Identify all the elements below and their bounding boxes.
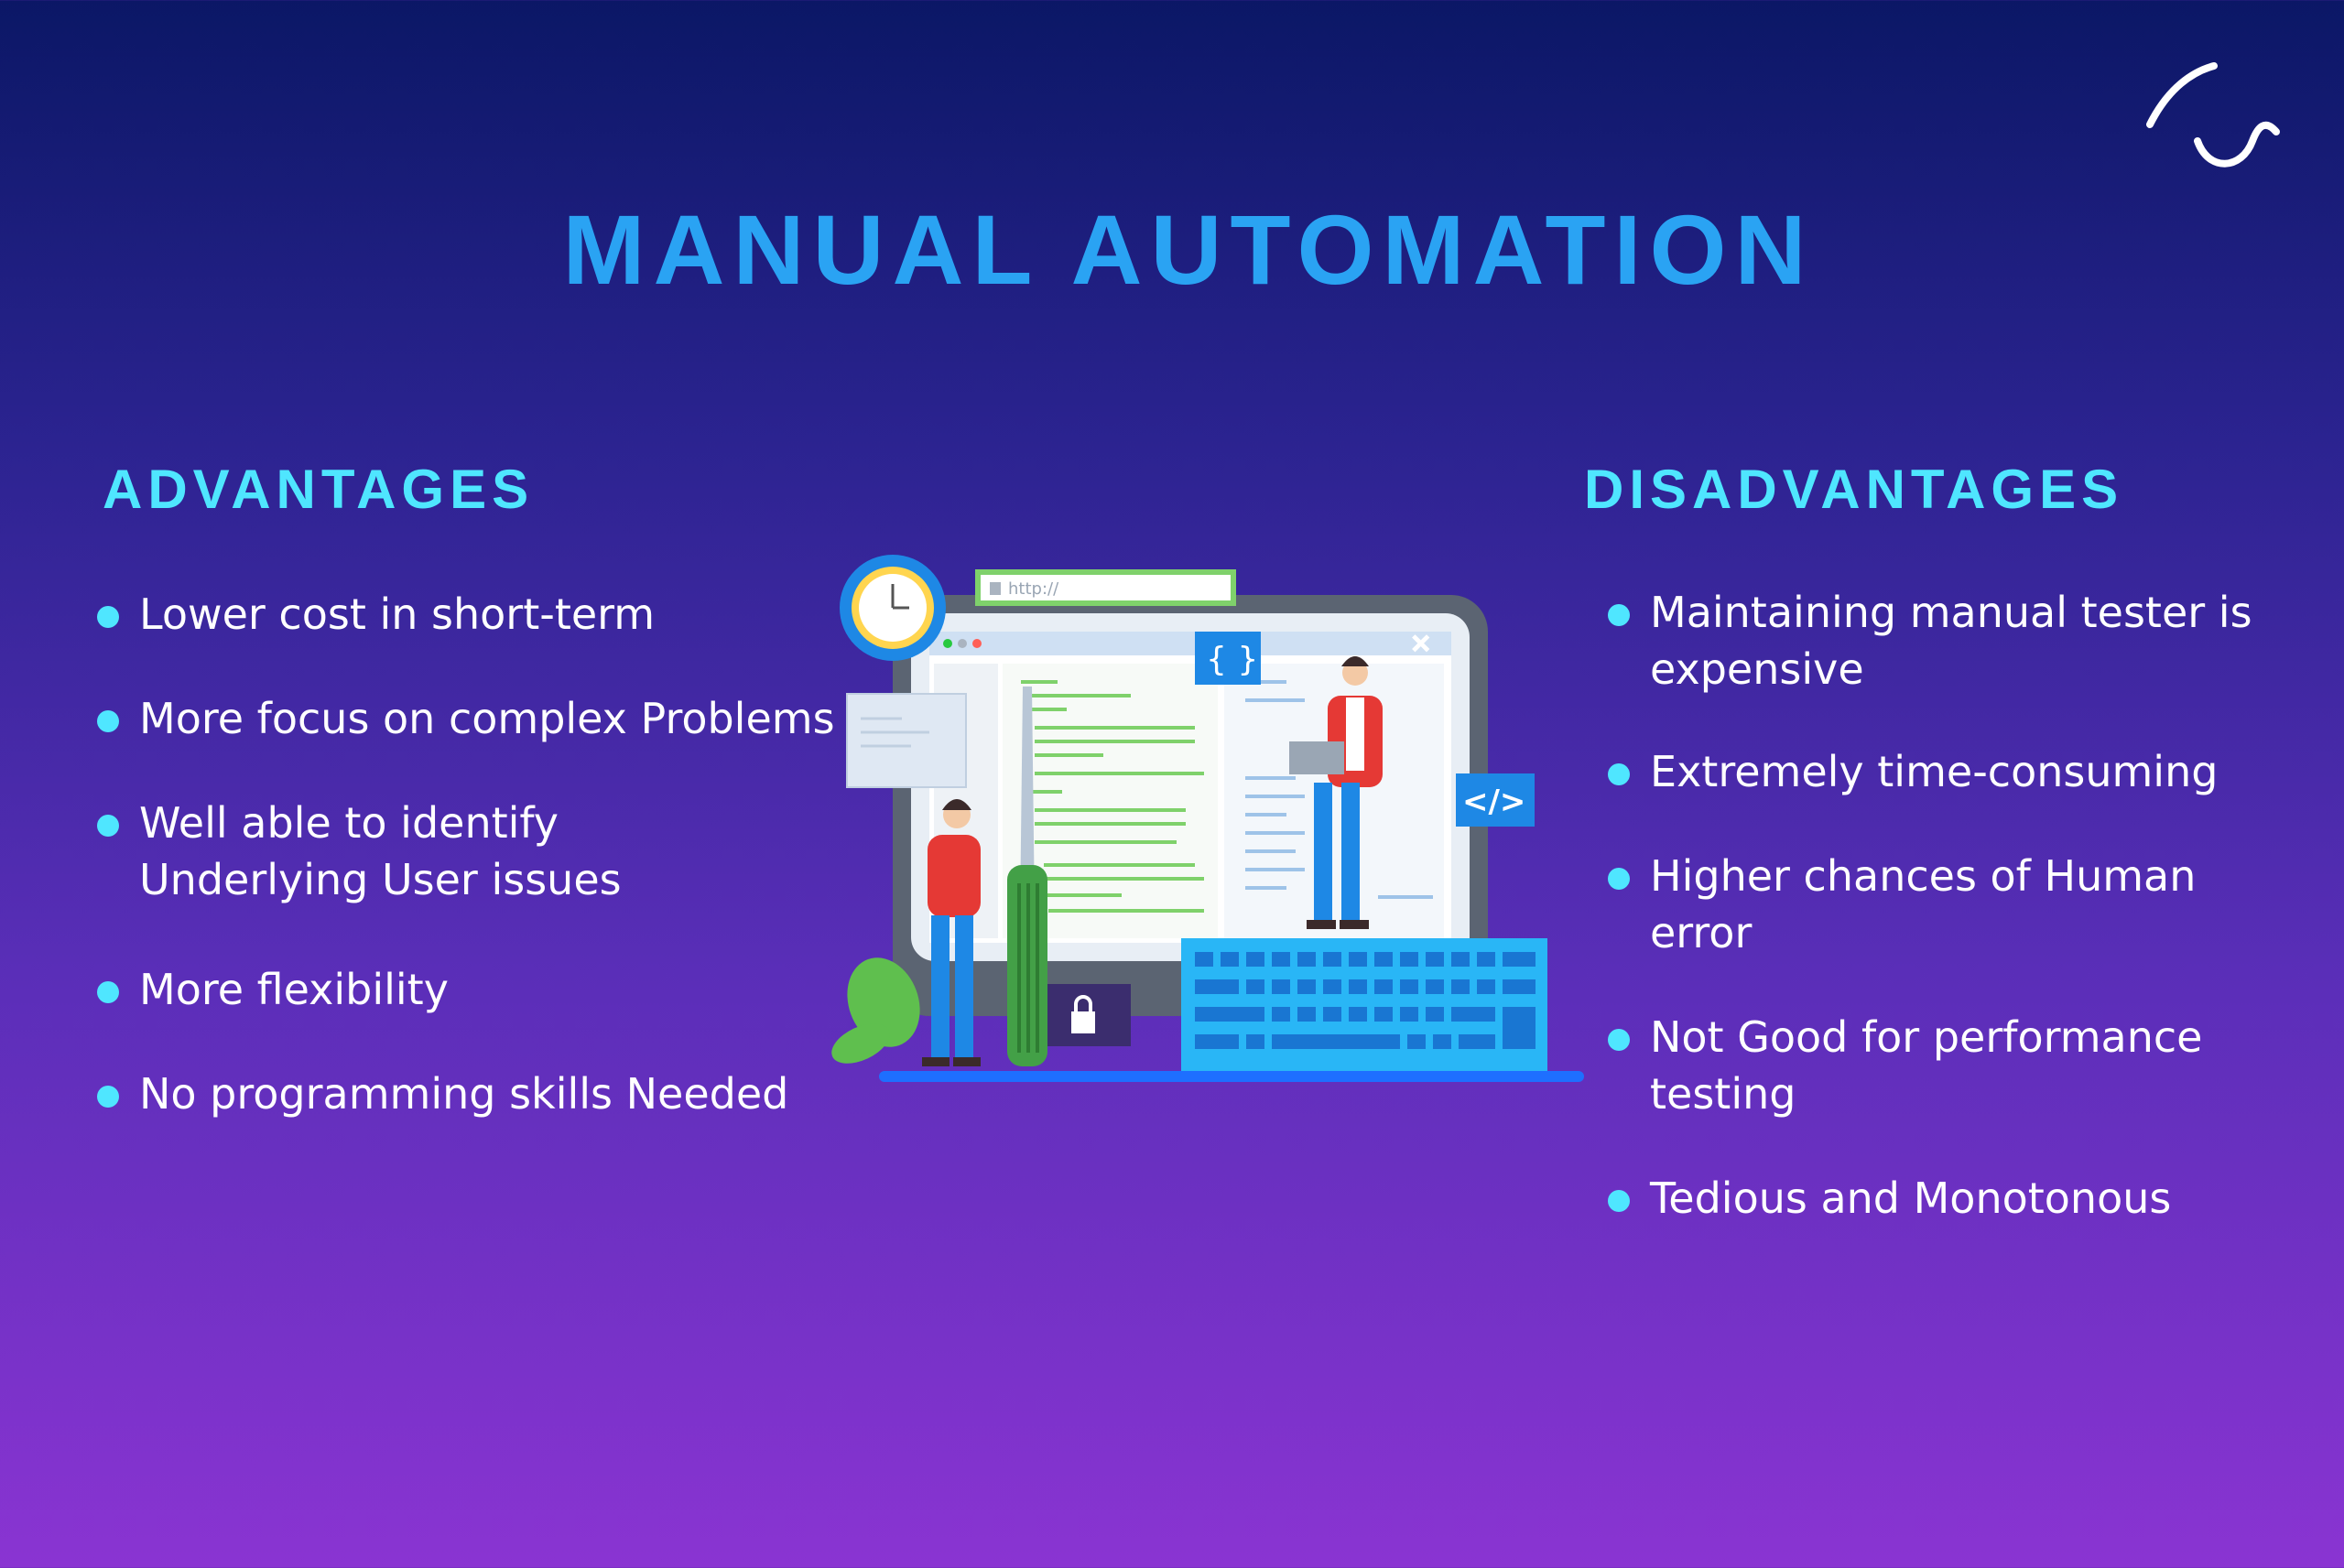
- floating-window: [846, 693, 967, 788]
- disadvantages-heading: DISADVANTAGES: [1584, 459, 2124, 520]
- braces-badge: [1195, 632, 1261, 685]
- keyboard-keys: [1195, 952, 1536, 1049]
- bullet-icon: [97, 606, 119, 628]
- disadvantage-text: Tedious and Monotonous: [1650, 1173, 2172, 1223]
- disadvantage-text: Extremely time-consuming: [1650, 747, 2219, 796]
- code-badge: [1456, 773, 1535, 827]
- close-icon: ✕: [1410, 629, 1431, 659]
- advantage-text: Well able to identify Underlying User is…: [139, 798, 622, 904]
- bullet-icon: [1608, 1029, 1630, 1051]
- bullet-icon: [1608, 604, 1630, 626]
- bullet-icon: [97, 710, 119, 732]
- window-dot-icon: [972, 639, 982, 648]
- list-item: More focus on complex Problems: [97, 690, 853, 747]
- code-lines: [1241, 680, 1433, 899]
- list-item: No programming skills Needed: [97, 1065, 853, 1122]
- padlock-icon: [1071, 1011, 1095, 1033]
- advantage-text: More flexibility: [139, 965, 449, 1014]
- advantage-text: Lower cost in short-term: [139, 589, 656, 639]
- plant-icon: [831, 957, 920, 1064]
- developer-woman: [922, 687, 1047, 1066]
- code-icon: </>: [1462, 784, 1525, 820]
- url-text: http://: [1008, 579, 1059, 599]
- braces-icon: { }: [1206, 641, 1258, 678]
- padlock-shackle: [1074, 995, 1092, 1011]
- list-item: Higher chances of Human error: [1608, 848, 2273, 961]
- editor-titlebar: [929, 632, 1451, 655]
- bullet-icon: [1608, 868, 1630, 890]
- advantage-text: More focus on complex Problems: [139, 694, 835, 743]
- bullet-icon: [97, 815, 119, 837]
- developer-man: [1289, 656, 1383, 929]
- floating-window-lines: [861, 717, 929, 748]
- url-bar-field: [981, 575, 1231, 600]
- wave-logo-icon: [2146, 62, 2280, 168]
- disadvantage-text: Higher chances of Human error: [1650, 851, 2197, 957]
- list-item: Tedious and Monotonous: [1608, 1170, 2273, 1227]
- disadvantage-text: Maintaining manual tester is expensive: [1650, 588, 2252, 694]
- desk-line: [879, 1071, 1584, 1082]
- window-dot-icon: [943, 639, 952, 648]
- bullet-icon: [1608, 1190, 1630, 1212]
- list-item: Extremely time-consuming: [1608, 743, 2273, 800]
- code-lines: [1021, 680, 1204, 913]
- developers-illustration: ✕ http://: [831, 555, 1584, 1082]
- advantage-text: No programming skills Needed: [139, 1069, 789, 1119]
- lock-icon: [990, 582, 1001, 595]
- list-item: Well able to identify Underlying User is…: [97, 795, 798, 908]
- list-item: More flexibility: [97, 961, 853, 1018]
- advantages-heading: ADVANTAGES: [103, 459, 535, 520]
- bullet-icon: [97, 1086, 119, 1108]
- disadvantage-text: Not Good for performance testing: [1650, 1012, 2203, 1119]
- list-item: Lower cost in short-term: [97, 586, 853, 643]
- bullet-icon: [1608, 763, 1630, 785]
- list-item: Maintaining manual tester is expensive: [1608, 584, 2273, 697]
- page-title: MANUAL AUTOMATION: [562, 194, 1815, 305]
- list-item: Not Good for performance testing: [1608, 1009, 2273, 1122]
- window-dot-icon: [958, 639, 967, 648]
- bullet-icon: [97, 981, 119, 1003]
